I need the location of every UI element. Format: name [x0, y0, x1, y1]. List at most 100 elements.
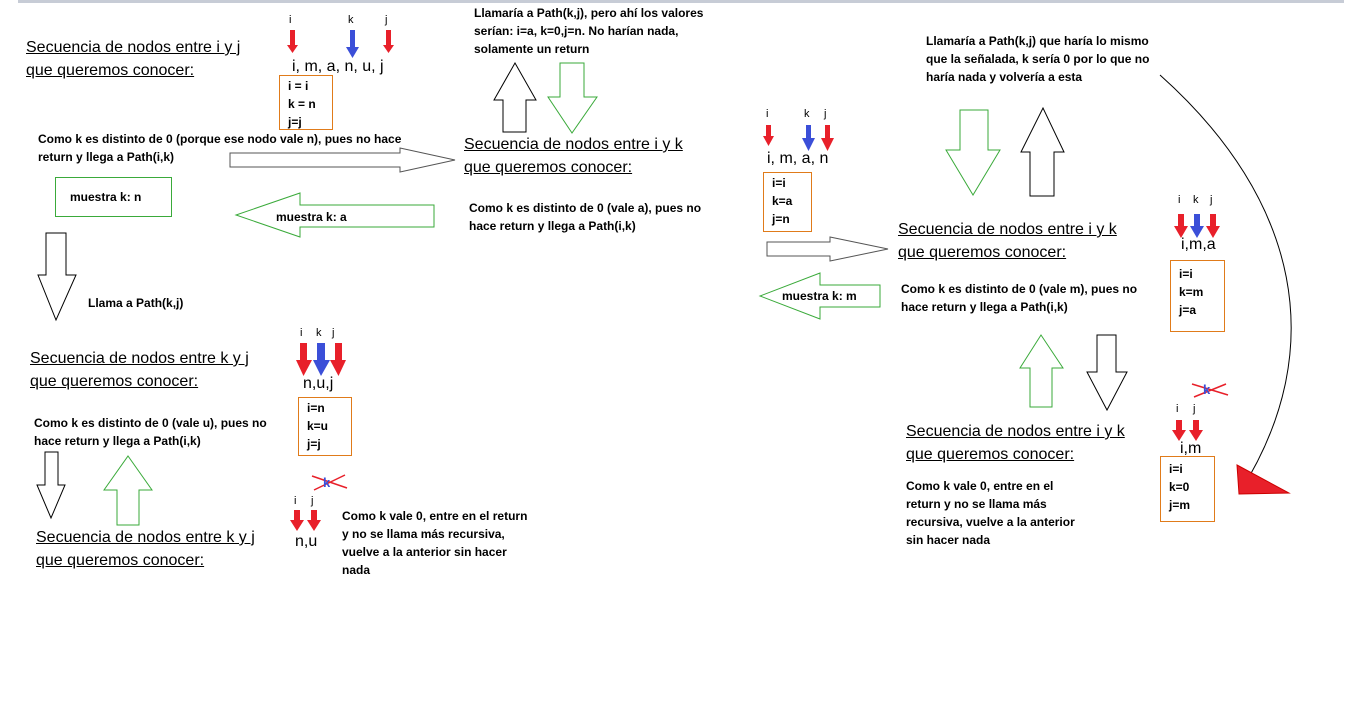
value-j: j=n	[772, 212, 790, 226]
title-line1: Secuencia de nodos entre i y k	[906, 423, 1125, 440]
title-line2: que queremos conocer:	[36, 552, 205, 569]
title-line1: Secuencia de nodos entre i y k	[464, 136, 683, 153]
value-j: j=j	[288, 115, 302, 129]
sequence-panel3: n,u,j	[303, 375, 334, 392]
note-panel2: Llamaría a Path(k,j), pero ahí los valor…	[474, 6, 704, 56]
title-line1: Secuencia de nodos entre k y j	[30, 350, 249, 367]
title-panel1: Secuencia de nodos entre i y j que quere…	[26, 36, 240, 82]
crossed-k-label: k	[1203, 382, 1211, 397]
sequence-panel7: i,m	[1180, 440, 1202, 457]
pointer-arrows-panel1	[287, 30, 394, 58]
curved-arrow	[1159, 74, 1292, 493]
value-j: j=m	[1169, 498, 1191, 512]
label-i: i	[1178, 194, 1181, 206]
values-box-panel7: i=i k=0 j=m	[1160, 456, 1215, 522]
label-i: i	[1176, 403, 1179, 415]
arrow-down-panel7	[1086, 334, 1128, 412]
pointer-arrows-panel7	[1172, 420, 1203, 441]
value-j: j=j	[307, 437, 321, 451]
value-i: i=i	[1179, 267, 1193, 281]
arrow-up-panel3	[103, 455, 153, 526]
title-line2: que queremos conocer:	[906, 446, 1075, 463]
title-line1: Secuencia de nodos entre i y j	[26, 39, 241, 56]
label-k: k	[316, 327, 322, 339]
label-i: i	[289, 14, 292, 26]
value-k: k=m	[1179, 285, 1204, 299]
value-i: i=n	[307, 401, 325, 415]
sequence-panel4: n,u	[295, 533, 318, 550]
title-panel4: Secuencia de nodos entre k y j que quere…	[36, 526, 255, 572]
shows-label: muestra k: n	[70, 190, 142, 204]
arrow-down-panel3	[36, 451, 66, 520]
label-i: i	[294, 495, 297, 507]
value-i: i=i	[772, 176, 786, 190]
label-k: k	[348, 14, 354, 26]
title-panel7: Secuencia de nodos entre i y k que quere…	[906, 420, 1125, 466]
sequence-panel6: i,m,a	[1181, 236, 1216, 253]
label-i: i	[766, 108, 769, 120]
shows-box-panel1: muestra k: n	[55, 177, 172, 217]
shows-panel2: muestra k: a	[276, 210, 347, 224]
title-panel2: Secuencia de nodos entre i y k que quere…	[464, 133, 683, 179]
title-line1: Secuencia de nodos entre k y j	[36, 529, 255, 546]
arrow-down-panel6	[945, 109, 1001, 196]
value-k: k=a	[772, 194, 793, 208]
calls-panel1: Llama a Path(k,j)	[88, 296, 184, 310]
label-j: j	[1210, 194, 1213, 206]
note-panel4: Como k vale 0, entre en el return y no s…	[342, 509, 528, 577]
title-line2: que queremos conocer:	[30, 373, 199, 390]
value-k: k=u	[307, 419, 329, 433]
pointer-arrows-panel5	[763, 125, 834, 151]
label-i: i	[300, 327, 303, 339]
note-panel7: Como k vale 0, entre en el return y no s…	[906, 479, 1075, 547]
crossed-k-panel7	[1191, 383, 1229, 398]
pointer-arrows-panel3	[296, 343, 346, 376]
title-panel3: Secuencia de nodos entre k y j que quere…	[30, 347, 249, 393]
note2-panel6: Como k es distinto de 0 (vale m), pues n…	[901, 282, 1138, 314]
label-j: j	[824, 108, 827, 120]
note-panel3: Como k es distinto de 0 (vale u), pues n…	[34, 416, 267, 448]
sequence-panel1: i, m, a, n, u, j	[292, 58, 384, 75]
label-k: k	[1193, 194, 1199, 206]
values-box-panel1: i = i k = n j=j	[279, 75, 333, 130]
value-i: i=i	[1169, 462, 1183, 476]
label-j: j	[1193, 403, 1196, 415]
note-panel1: Como k es distinto de 0 (porque ese nodo…	[38, 132, 402, 164]
value-j: j=a	[1179, 303, 1197, 317]
arrow-up-panel6	[1020, 106, 1065, 197]
title-line2: que queremos conocer:	[898, 244, 1067, 261]
label-j: j	[311, 495, 314, 507]
label-j: j	[332, 327, 335, 339]
arrow-up-panel2	[493, 61, 537, 133]
value-i: i = i	[288, 79, 309, 93]
arrow-up-panel7	[1019, 334, 1064, 408]
arrow-left-green-1	[234, 192, 435, 238]
values-box-panel3: i=n k=u j=j	[298, 397, 352, 456]
arrow-down-panel1	[37, 232, 77, 322]
values-box-panel6: i=i k=m j=a	[1170, 260, 1225, 332]
note-panel6: Llamaría a Path(k,j) que haría lo mismo …	[926, 34, 1150, 84]
pointer-arrows-panel4	[290, 510, 321, 531]
curved-arrow-head	[1236, 464, 1291, 495]
pointer-arrows-panel6	[1174, 214, 1220, 238]
arrow-right-2	[766, 236, 889, 262]
sequence-panel5: i, m, a, n	[767, 150, 829, 167]
value-k: k = n	[288, 97, 316, 111]
arrow-down-panel2	[547, 62, 598, 134]
shows-panel5: muestra k: m	[782, 289, 857, 303]
value-k: k=0	[1169, 480, 1190, 494]
title-line2: que queremos conocer:	[464, 159, 633, 176]
values-box-panel5: i=i k=a j=n	[763, 172, 812, 232]
title-panel6: Secuencia de nodos entre i y k que quere…	[898, 218, 1117, 264]
arrow-left-green-2	[758, 272, 881, 320]
note2-panel2: Como k es distinto de 0 (vale a), pues n…	[469, 201, 702, 233]
crossed-k-panel4	[311, 474, 348, 491]
label-j: j	[385, 14, 388, 26]
title-line2: que queremos conocer:	[26, 62, 195, 79]
title-line1: Secuencia de nodos entre i y k	[898, 221, 1117, 238]
label-k: k	[804, 108, 810, 120]
top-border	[18, 0, 1344, 3]
crossed-k-label: k	[323, 475, 331, 490]
arrow-right-1	[229, 147, 456, 173]
